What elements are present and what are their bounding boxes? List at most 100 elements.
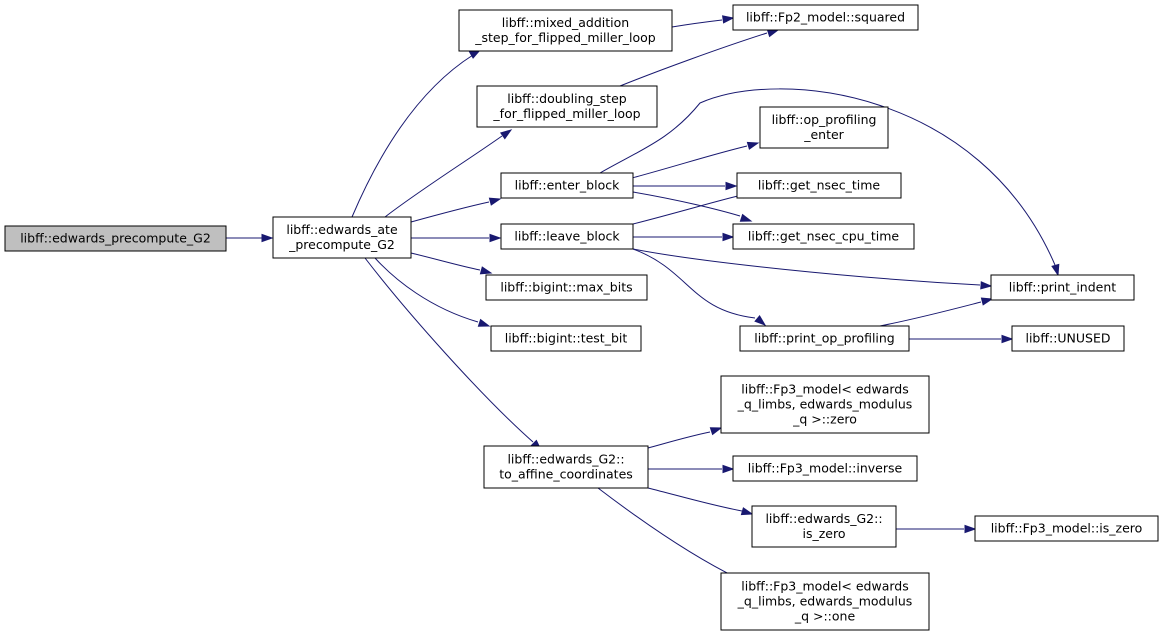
node-precompute-g2: libff::edwards_precompute_G2	[4, 225, 227, 252]
edge-doubling_step-to-fp2_squared	[619, 29, 780, 87]
edge-arrowhead	[964, 524, 977, 534]
edge-arrowhead	[766, 29, 780, 38]
node-label: libff::edwards_G2::	[507, 452, 624, 467]
node-box	[720, 572, 930, 631]
node-label: _enter	[803, 127, 844, 142]
edge-ate_precompute_g2-to-leave_block	[411, 233, 502, 243]
node-box	[483, 445, 649, 489]
node-fp3-inverse[interactable]: libff::Fp3_model::inverse	[732, 455, 918, 482]
edge-line	[364, 257, 534, 443]
node-get-nsec-time[interactable]: libff::get_nsec_time	[736, 172, 902, 199]
node-label: libff::UNUSED	[1025, 331, 1110, 346]
node-label: _q_limbs, edwards_modulus	[737, 397, 913, 412]
node-get-nsec-cpu-time[interactable]: libff::get_nsec_cpu_time	[732, 223, 915, 250]
edge-arrowhead	[488, 197, 502, 206]
node-mixed-addition[interactable]: libff::mixed_addition_step_for_flipped_m…	[458, 9, 673, 52]
node-box	[476, 85, 658, 128]
edge-to_affine-to-fp3_inverse	[648, 464, 735, 474]
node-unused[interactable]: libff::UNUSED	[1011, 325, 1125, 352]
edge-leave_block-to-get_nsec_time	[632, 190, 755, 225]
edge-enter_block-to-op_profiling_enter	[631, 141, 760, 179]
node-box	[759, 106, 889, 149]
edge-ate_precompute_g2-to-enter_block	[410, 197, 502, 223]
node-max-bits[interactable]: libff::bigint::max_bits	[485, 274, 648, 301]
edge-print_op_profiling-to-print_indent	[879, 297, 994, 327]
edge-precompute_g2-to-ate_precompute_g2	[226, 233, 274, 243]
node-label: _for_flipped_miller_loop	[492, 106, 640, 121]
edge-ate_precompute_g2-to-max_bits	[410, 252, 493, 275]
node-label: libff::edwards_precompute_G2	[20, 231, 211, 246]
edge-enter_block-to-print_indent	[599, 88, 1060, 277]
node-doubling-step[interactable]: libff::doubling_step_for_flipped_miller_…	[476, 85, 658, 128]
node-box	[732, 223, 915, 250]
edge-leave_block-to-get_nsec_cpu_time	[633, 232, 735, 242]
edge-line	[619, 32, 768, 87]
edge-line	[410, 201, 490, 223]
edge-line	[597, 487, 738, 579]
node-print-indent[interactable]: libff::print_indent	[990, 274, 1135, 301]
edge-ate_precompute_g2-to-doubling_step	[384, 129, 513, 218]
node-ate-precompute-g2[interactable]: libff::edwards_ate_precompute_G2	[272, 216, 412, 259]
node-op-profiling-enter[interactable]: libff::op_profiling_enter	[759, 106, 889, 149]
node-label: libff::print_indent	[1009, 280, 1116, 295]
node-box	[272, 216, 412, 259]
node-to-affine[interactable]: libff::edwards_G2::to_affine_coordinates	[483, 445, 649, 489]
edge-arrowhead	[1051, 263, 1060, 277]
edge-to_affine-to-fp3_zero	[647, 427, 723, 449]
node-box	[739, 325, 910, 352]
node-label: libff::Fp3_model::inverse	[748, 461, 903, 476]
node-print-op-profiling[interactable]: libff::print_op_profiling	[739, 325, 910, 352]
node-label: libff::mixed_addition	[502, 15, 629, 30]
edge-line	[384, 135, 503, 218]
edge-arrowhead	[740, 507, 754, 516]
node-box	[485, 274, 648, 301]
node-box	[500, 172, 634, 199]
edge-line	[647, 487, 743, 512]
node-box	[1011, 325, 1125, 352]
node-label: libff::Fp3_model< edwards	[741, 382, 909, 397]
edge-g2_is_zero-to-fp3_is_zero	[896, 524, 977, 534]
node-label: _q >::one	[794, 609, 856, 624]
node-box	[974, 515, 1159, 542]
edge-arrowhead	[722, 232, 735, 242]
node-leave-block[interactable]: libff::leave_block	[500, 223, 634, 250]
node-enter-block[interactable]: libff::enter_block	[500, 172, 634, 199]
node-label: libff::doubling_step	[507, 91, 627, 106]
edge-line	[632, 194, 743, 225]
edge-print_op_profiling-to-unused	[909, 334, 1014, 344]
edge-leave_block-to-print_indent	[632, 248, 993, 290]
node-label: _q_limbs, edwards_modulus	[737, 594, 913, 609]
edge-line	[374, 257, 479, 323]
node-g2-is-zero[interactable]: libff::edwards_G2::is_zero	[751, 505, 897, 548]
node-label: is_zero	[803, 526, 846, 541]
node-test-bit[interactable]: libff::bigint::test_bit	[490, 325, 642, 352]
edge-line	[671, 19, 723, 28]
edge-line	[632, 191, 741, 217]
node-box	[490, 325, 642, 352]
nodes-layer: libff::edwards_precompute_G2libff::edwar…	[4, 4, 1159, 631]
node-label: libff::edwards_ate	[286, 222, 398, 237]
edge-arrowhead	[722, 15, 735, 24]
edge-arrowhead	[709, 427, 723, 436]
edge-line	[351, 54, 474, 218]
edge-line	[879, 301, 982, 327]
edge-arrowhead	[261, 233, 274, 243]
node-box	[720, 375, 930, 434]
node-fp3-is-zero[interactable]: libff::Fp3_model::is_zero	[974, 515, 1159, 542]
edge-to_affine-to-g2_is_zero	[647, 487, 754, 516]
node-fp3-zero[interactable]: libff::Fp3_model< edwards_q_limbs, edwar…	[720, 375, 930, 434]
node-box	[732, 455, 918, 482]
node-fp3-one[interactable]: libff::Fp3_model< edwards_q_limbs, edwar…	[720, 572, 930, 631]
edge-line	[632, 248, 756, 319]
edge-line	[647, 431, 711, 449]
node-label: libff::Fp3_model::is_zero	[991, 521, 1143, 536]
node-fp2-squared[interactable]: libff::Fp2_model::squared	[732, 4, 919, 31]
node-box	[458, 9, 673, 52]
edge-arrowhead	[725, 181, 738, 191]
node-label: libff::print_op_profiling	[754, 331, 895, 346]
node-label: libff::get_nsec_time	[758, 178, 880, 193]
node-label: to_affine_coordinates	[499, 467, 633, 482]
edge-line	[599, 88, 1056, 266]
